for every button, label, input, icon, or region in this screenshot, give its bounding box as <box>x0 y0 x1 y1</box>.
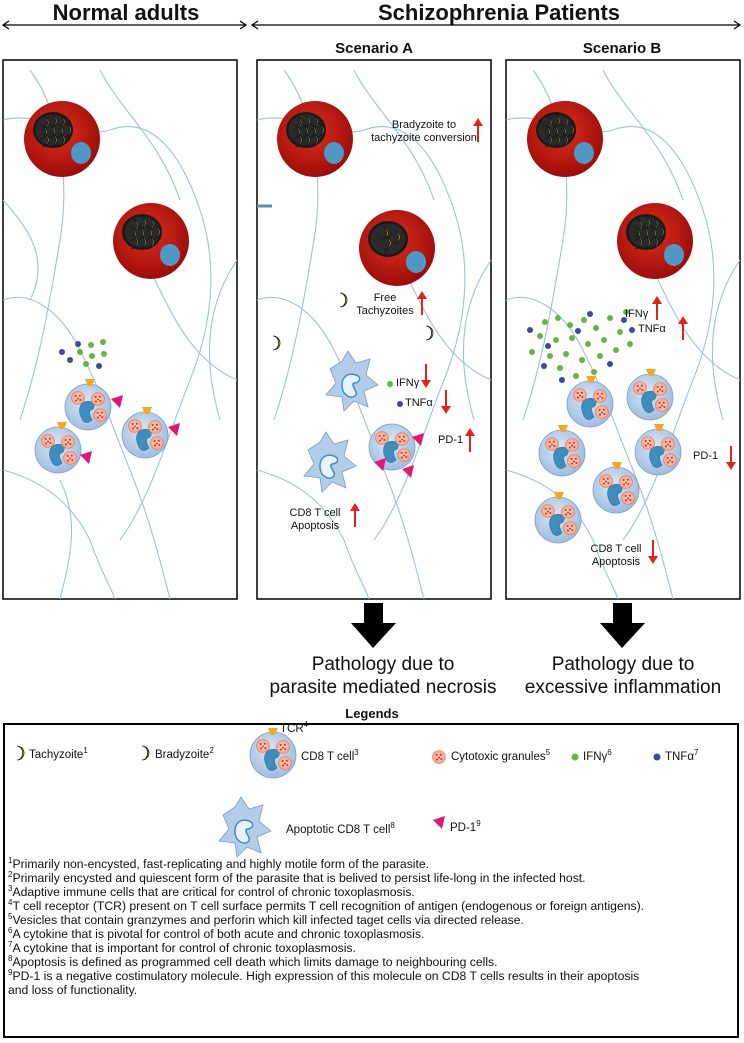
scenario-a-cyst-tachy <box>359 210 435 286</box>
legend-tachyzoite: Tachyzoite1 <box>29 746 88 761</box>
scenario-a-title: Scenario A <box>335 40 413 57</box>
normal-cytokines <box>59 339 107 369</box>
outcome-arrow-b <box>600 603 645 648</box>
legend-ifn-icon <box>571 753 579 761</box>
legend-tnf: TNFα7 <box>665 748 699 763</box>
panels-illustration <box>2 59 741 648</box>
footnote-7: 7A cytokine that is important for contro… <box>8 939 356 955</box>
legend-ifn: IFNγ6 <box>583 748 612 763</box>
legend-granules: Cytotoxic granules5 <box>451 748 551 763</box>
legend-cd8-icon <box>250 732 296 778</box>
legend-cd8: CD8 T cell3 <box>301 748 359 763</box>
scenario-a-cyst-top <box>277 101 353 177</box>
conversion-label: Bradyzoite to tachyzoite conversion <box>371 119 477 144</box>
legend-tachyzoite-icon <box>16 745 25 761</box>
scenario-b-cytokines <box>527 311 633 383</box>
legend-pd1-icon <box>433 816 445 829</box>
legend-box: Tachyzoite1 Bradyzoite2 TCR4 CD8 T cell3… <box>3 720 739 1038</box>
header-schizophrenia-patients: Schizophrenia Patients <box>377 0 621 25</box>
scenario-a-ifn-dot <box>387 381 393 387</box>
footnotes: 1Primarily non-encysted, fast-replicatin… <box>8 855 645 997</box>
scenario-b-tnf-dot <box>629 327 635 333</box>
footnote-6: 6A cytokine that is pivotal for control … <box>8 925 425 941</box>
legend-tnf-icon <box>653 753 661 761</box>
footnote-5: 5Vesicles that contain granzymes and per… <box>8 911 524 927</box>
footnote-9-continued: and loss of functionality. <box>8 983 138 997</box>
scenario-b-ifn-dot <box>623 309 629 315</box>
outcome-text-a: Pathology due to parasite mediated necro… <box>269 654 497 698</box>
scenario-b-cyst-top <box>527 101 603 177</box>
scenario-b-ifn-label: IFNγ <box>625 308 649 320</box>
free-tachyzoites-label: Free Tachyzoites <box>356 292 414 317</box>
footnote-1: 1Primarily non-encysted, fast-replicatin… <box>8 855 430 871</box>
normal-cyst-mid <box>113 203 189 279</box>
legend-apoptotic: Apoptotic CD8 T cell8 <box>286 821 395 836</box>
legend-bradyzoite: Bradyzoite2 <box>155 746 214 761</box>
scenario-b-tnf-label: TNFα <box>638 323 666 335</box>
scenario-b-apoptosis-label: CD8 T cell Apoptosis <box>590 543 642 568</box>
scenario-a-apoptosis-label: CD8 T cell Apoptosis <box>289 507 341 532</box>
outcome-text-b: Pathology due to excessive inflammation <box>524 654 722 698</box>
legend-tcr: TCR4 <box>280 720 309 735</box>
scenario-b-cyst-mid <box>617 203 693 279</box>
legend-granules-icon <box>432 750 446 764</box>
scenario-b-title: Scenario B <box>582 40 662 57</box>
scenario-a-ifn-label: IFNγ <box>396 377 420 389</box>
legend-bradyzoite-icon <box>141 745 150 761</box>
footnote-4: 4T cell receptor (TCR) present on T cell… <box>8 897 645 913</box>
scenario-b-pd1-label: PD-1 <box>693 450 719 462</box>
scenario-a-tnf-dot <box>397 401 403 407</box>
footnote-8: 8Apoptosis is defined as programmed cell… <box>8 953 498 969</box>
normal-cyst-top <box>24 101 100 177</box>
scenario-a-tnf-label: TNFα <box>405 397 433 409</box>
neuron-lines <box>2 69 741 600</box>
legend-pd1: PD-19 <box>450 819 481 834</box>
legend-apoptotic-icon <box>218 796 272 858</box>
footnote-3: 3Adaptive immune cells that are critical… <box>8 883 415 899</box>
legend-symbols <box>16 728 661 858</box>
header-brackets <box>1 20 742 30</box>
legend-title: Legends <box>345 706 399 721</box>
footnote-9: 9PD-1 is a negative costimulatory molecu… <box>8 967 640 983</box>
outcome-arrow-a <box>351 603 396 648</box>
scenario-a-pd1-label: PD-1 <box>438 434 464 446</box>
footnote-2: 2Primarily encysted and quiescent form o… <box>8 869 586 885</box>
header-normal-adults: Normal adults <box>52 0 200 25</box>
